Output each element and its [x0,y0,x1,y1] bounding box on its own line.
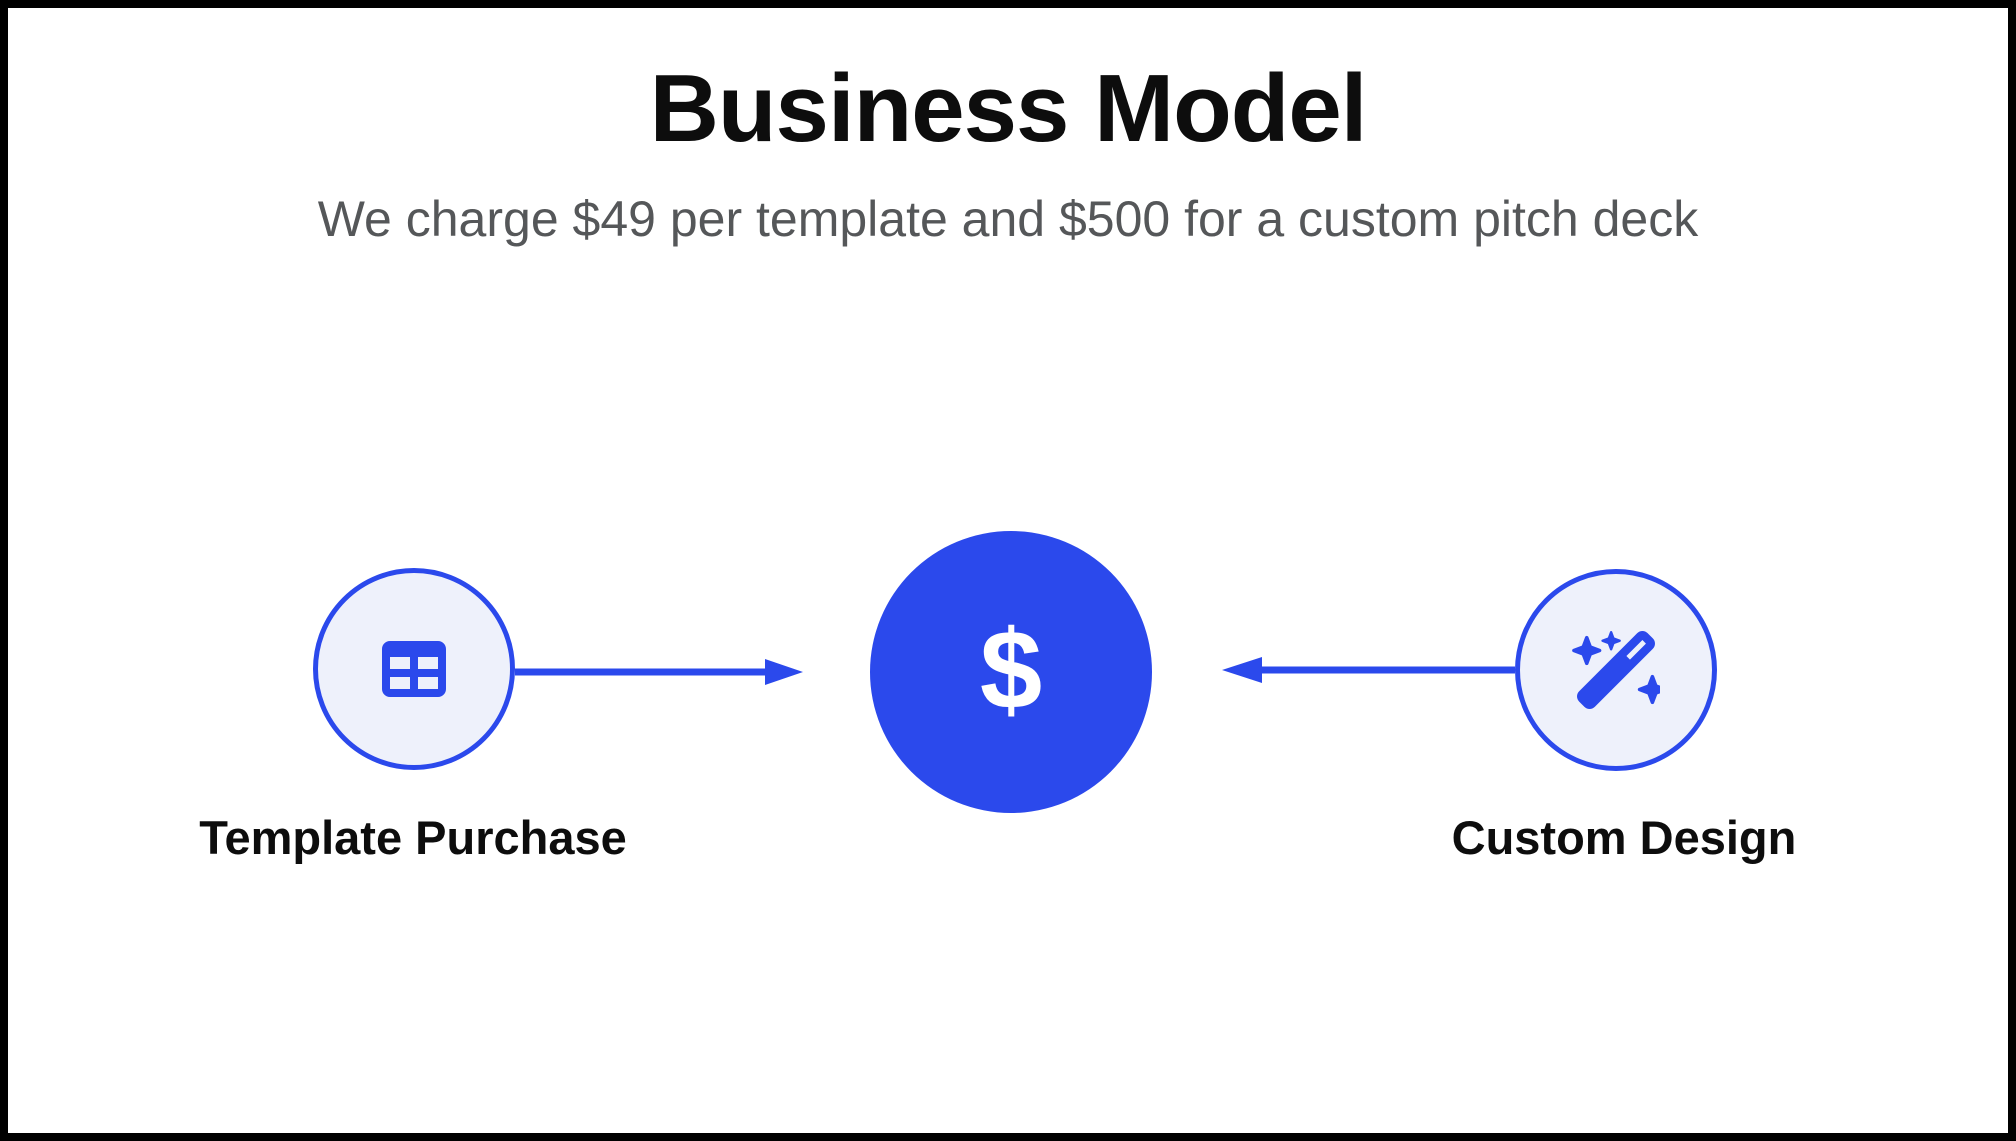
table-icon [382,637,446,701]
custom-design-label: Custom Design [1451,811,1797,864]
page-title: Business Model [649,55,1368,162]
dollar-sign-icon: $ [979,607,1043,732]
template-purchase-node [313,568,515,770]
revenue-node: $ [870,531,1152,813]
arrow-left-to-center [515,659,803,685]
custom-design-node [1515,569,1717,771]
template-purchase-label: Template Purchase [199,811,627,864]
arrow-right-to-center [1222,657,1515,683]
page-subtitle: We charge $49 per template and $500 for … [317,191,1699,247]
magic-wand-sparkles-icon [1572,631,1660,709]
